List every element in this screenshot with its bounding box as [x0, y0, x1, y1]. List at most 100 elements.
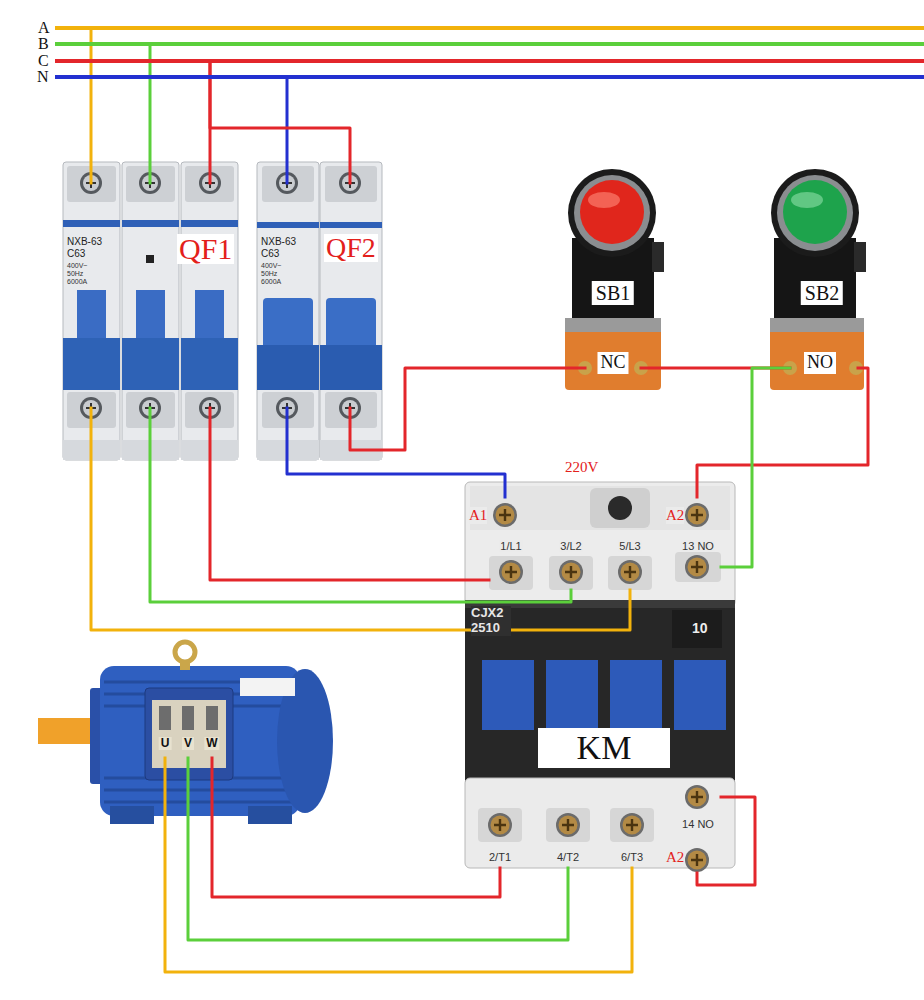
contactor-text: 220V — [565, 459, 598, 476]
terminal-label: A2 — [666, 849, 684, 866]
terminal-label: V — [182, 737, 194, 750]
breaker-text: C63 — [67, 248, 85, 259]
stop-button — [565, 318, 661, 332]
push-button: SB1NC — [585, 272, 641, 385]
motor — [240, 678, 295, 696]
wire — [721, 368, 790, 567]
breaker-text: 6000A — [67, 278, 87, 286]
start-button — [783, 180, 847, 244]
stop-button — [565, 318, 661, 390]
contactor-body — [685, 555, 709, 579]
wire — [165, 758, 632, 972]
start-button — [771, 169, 859, 257]
contactor-body — [499, 560, 523, 584]
motor — [104, 682, 296, 802]
motor-terminal: W — [202, 733, 222, 758]
motor — [206, 706, 218, 730]
contactor-body — [478, 808, 522, 842]
wire — [286, 79, 289, 183]
contactor-body — [685, 848, 709, 872]
terminal-label: 5/L3 — [618, 540, 641, 552]
wire — [350, 368, 585, 450]
wire — [697, 797, 755, 885]
button-label: SB1 — [592, 281, 634, 305]
motor — [182, 706, 194, 730]
line-label: A — [38, 19, 50, 37]
wire — [150, 408, 571, 602]
bus-line: C — [55, 59, 924, 63]
line-label: B — [38, 35, 49, 53]
contactor-text: KM — [571, 731, 638, 765]
contactor-body — [556, 813, 580, 837]
contactor-text: CJX2 2510 — [471, 606, 511, 636]
contactor-body — [608, 556, 652, 590]
start-button — [770, 169, 866, 390]
button-label: NC — [597, 352, 628, 374]
power-terminal: 4/T2 — [546, 808, 590, 868]
contactor-body — [610, 660, 662, 730]
motor — [248, 806, 292, 824]
breaker-text: QF2 — [324, 234, 378, 262]
start-button — [770, 318, 864, 332]
stop-button — [568, 169, 656, 257]
motor — [100, 666, 300, 816]
motor — [38, 642, 333, 824]
terminal-label: A2 — [666, 507, 684, 524]
contactor: 220VCJX2 251010KMA1A21/L13/L25/L313 NO2/… — [465, 480, 735, 865]
coil-terminal: A2 — [664, 845, 714, 873]
circuit-breaker: NXB-63C63400V~50Hz6000AQF2 — [255, 183, 385, 408]
contactor-body — [465, 482, 735, 607]
breaker-text: NXB-63 — [261, 236, 296, 247]
stop-button — [574, 175, 650, 251]
contactor-body — [549, 556, 593, 590]
terminal-label: 13 NO — [681, 540, 715, 552]
contactor-text: 10 — [692, 621, 708, 636]
breaker-text: 6000A — [261, 278, 281, 286]
terminal-label: 6/T3 — [620, 851, 644, 863]
coil-terminal: A2 — [664, 497, 714, 530]
circuit-breaker: NXB-63C63 400V~50Hz6000A QF1 — [60, 183, 240, 408]
contactor-body — [489, 556, 533, 590]
wire — [188, 758, 568, 940]
stop-button — [565, 169, 664, 390]
breaker-qf2 — [257, 162, 382, 460]
power-terminal: 5/L3 — [608, 538, 652, 590]
aux-terminal: 14 NO — [675, 784, 721, 834]
terminal-label: 3/L2 — [559, 540, 582, 552]
contactor-body — [620, 813, 644, 837]
contactor-body — [685, 503, 709, 527]
contactor-body — [559, 560, 583, 584]
bus-line: A — [55, 26, 924, 30]
start-button — [854, 242, 866, 272]
contactor-body — [610, 808, 654, 842]
wire — [697, 368, 868, 497]
start-button — [770, 318, 864, 390]
breaker-text: QF1 — [177, 234, 234, 264]
contactor-body — [618, 560, 642, 584]
contactor-body — [470, 486, 730, 530]
line-label: N — [37, 68, 49, 86]
contactor-body — [675, 552, 721, 582]
line-label: C — [38, 52, 49, 70]
breaker-text: NXB-63 — [67, 236, 102, 247]
power-terminal: 6/T3 — [610, 808, 654, 868]
button-label: SB2 — [801, 281, 843, 305]
button-label: NO — [804, 352, 836, 374]
motor — [159, 706, 171, 730]
contactor-body — [488, 813, 512, 837]
contactor-body — [482, 660, 534, 730]
terminal-label: 1/L1 — [499, 540, 522, 552]
breaker-text: 400V~ — [261, 262, 281, 270]
contactor-body — [672, 610, 722, 648]
breaker-text: 400V~ — [67, 262, 87, 270]
terminal-label: W — [204, 737, 219, 750]
terminal-label: 14 NO — [681, 818, 715, 830]
breaker-text: 50Hz — [67, 270, 83, 278]
contactor-body — [546, 660, 598, 730]
contactor-body — [493, 503, 517, 527]
bus-line: N — [55, 75, 924, 79]
breaker-qf1 — [146, 255, 154, 263]
power-terminal: 3/L2 — [549, 538, 593, 590]
